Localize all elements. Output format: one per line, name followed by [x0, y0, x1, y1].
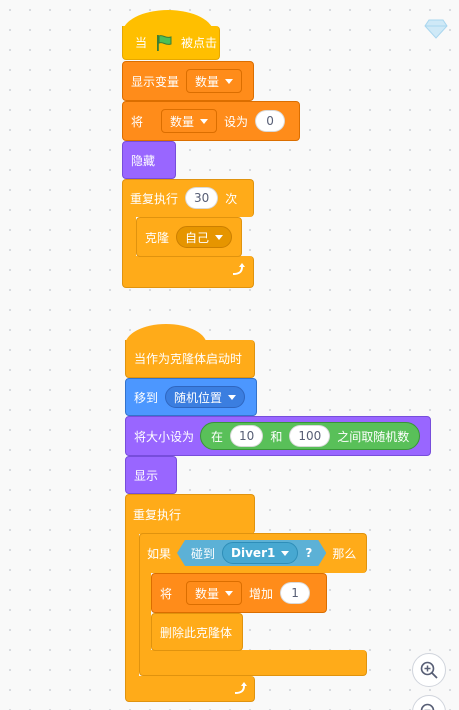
show-block[interactable]: 显示	[125, 456, 177, 494]
change-prefix-label: 将	[160, 586, 173, 601]
if-spine	[139, 572, 151, 652]
set-to-label: 设为	[224, 114, 249, 129]
clicked-label: 被点击	[181, 36, 218, 50]
variable-dropdown-value: 数量	[195, 74, 220, 89]
set-variable-dropdown-value: 数量	[170, 114, 195, 129]
delete-clone-block[interactable]: 删除此克隆体	[151, 613, 243, 651]
if-header: 如果 碰到 Diver1 ? 那么	[143, 540, 360, 566]
then-label: 那么	[332, 546, 357, 561]
chevron-down-icon	[215, 234, 224, 240]
zoom-out-icon	[419, 702, 439, 710]
random-from-input[interactable]: 10	[230, 425, 264, 447]
goto-target-value: 随机位置	[174, 390, 223, 405]
chevron-down-icon	[281, 551, 289, 556]
if-label: 如果	[147, 546, 172, 561]
goto-label: 移到	[134, 390, 159, 405]
diamond-icon	[424, 16, 448, 40]
goto-target-dropdown[interactable]: 随机位置	[165, 386, 246, 408]
touching-block[interactable]: 碰到 Diver1 ?	[177, 540, 326, 566]
clone-target-dropdown[interactable]: 自己	[176, 226, 233, 248]
random-suffix-label: 之间取随机数	[337, 429, 410, 444]
set-value-input[interactable]: 0	[255, 110, 286, 132]
repeat-arrow-icon	[232, 681, 248, 701]
show-variable-label: 显示变量	[131, 74, 180, 89]
change-variable-value: 数量	[195, 586, 220, 601]
clone-target-value: 自己	[185, 230, 210, 245]
clone-label: 克隆	[145, 230, 170, 245]
forever-label: 重复执行	[133, 507, 182, 522]
hide-label: 隐藏	[131, 153, 156, 168]
times-label: 次	[225, 191, 238, 206]
show-variable-block[interactable]: 显示变量 数量	[122, 61, 254, 101]
variable-dropdown[interactable]: 数量	[186, 69, 243, 93]
hide-block[interactable]: 隐藏	[122, 141, 176, 179]
change-variable-dropdown[interactable]: 数量	[186, 581, 243, 605]
change-value-input[interactable]: 1	[280, 582, 311, 604]
touching-label: 碰到	[191, 546, 216, 561]
touching-target-dropdown[interactable]: Diver1	[222, 542, 298, 564]
green-flag-icon	[155, 34, 173, 52]
delete-clone-label: 删除此克隆体	[160, 625, 233, 640]
zoom-in-button[interactable]	[412, 653, 446, 687]
zoom-in-icon	[419, 660, 439, 680]
chevron-down-icon	[200, 118, 209, 124]
set-variable-block[interactable]: 将 数量 设为 0	[122, 101, 300, 141]
repeat-label: 重复执行	[130, 191, 179, 206]
set-size-block[interactable]: 将大小设为 在 10 和 100 之间取随机数	[125, 416, 431, 456]
repeat-bottom-arm	[122, 256, 254, 288]
repeat-spine	[122, 216, 136, 260]
if-top-arm	[139, 533, 367, 573]
when-flag-clicked-block[interactable]: 当 被点击	[122, 26, 220, 60]
touching-target-value: Diver1	[231, 546, 276, 560]
change-by-label: 增加	[249, 586, 274, 601]
touching-question-label: ?	[305, 546, 313, 560]
forever-top-arm	[125, 494, 255, 534]
when-start-as-clone-block[interactable]: 当作为克隆体启动时	[125, 340, 255, 378]
repeat-header: 重复执行 30 次	[126, 185, 241, 211]
forever-header: 重复执行	[129, 503, 185, 525]
change-variable-block[interactable]: 将 数量 增加 1	[151, 573, 327, 613]
chevron-down-icon	[228, 394, 237, 400]
random-and-label: 和	[270, 429, 283, 444]
repeat-arrow-icon	[230, 262, 246, 282]
set-size-label: 将大小设为	[134, 429, 195, 444]
repeat-count-input[interactable]: 30	[185, 187, 219, 209]
random-to-input[interactable]: 100	[289, 425, 331, 447]
chevron-down-icon	[225, 590, 234, 596]
when-label: 当	[135, 36, 148, 50]
chevron-down-icon	[225, 78, 234, 84]
set-label: 将	[131, 114, 144, 129]
create-clone-block[interactable]: 克隆 自己	[136, 217, 242, 257]
set-variable-dropdown[interactable]: 数量	[161, 109, 218, 133]
go-to-block[interactable]: 移到 随机位置	[125, 378, 257, 416]
if-bottom-arm	[139, 650, 367, 676]
clone-hat-label: 当作为克隆体启动时	[134, 352, 243, 366]
zoom-out-button[interactable]	[412, 695, 446, 710]
forever-spine	[125, 533, 139, 681]
forever-bottom-arm	[125, 676, 255, 702]
show-label: 显示	[134, 468, 159, 483]
random-in-label: 在	[211, 429, 224, 444]
pick-random-block[interactable]: 在 10 和 100 之间取随机数	[200, 422, 421, 450]
